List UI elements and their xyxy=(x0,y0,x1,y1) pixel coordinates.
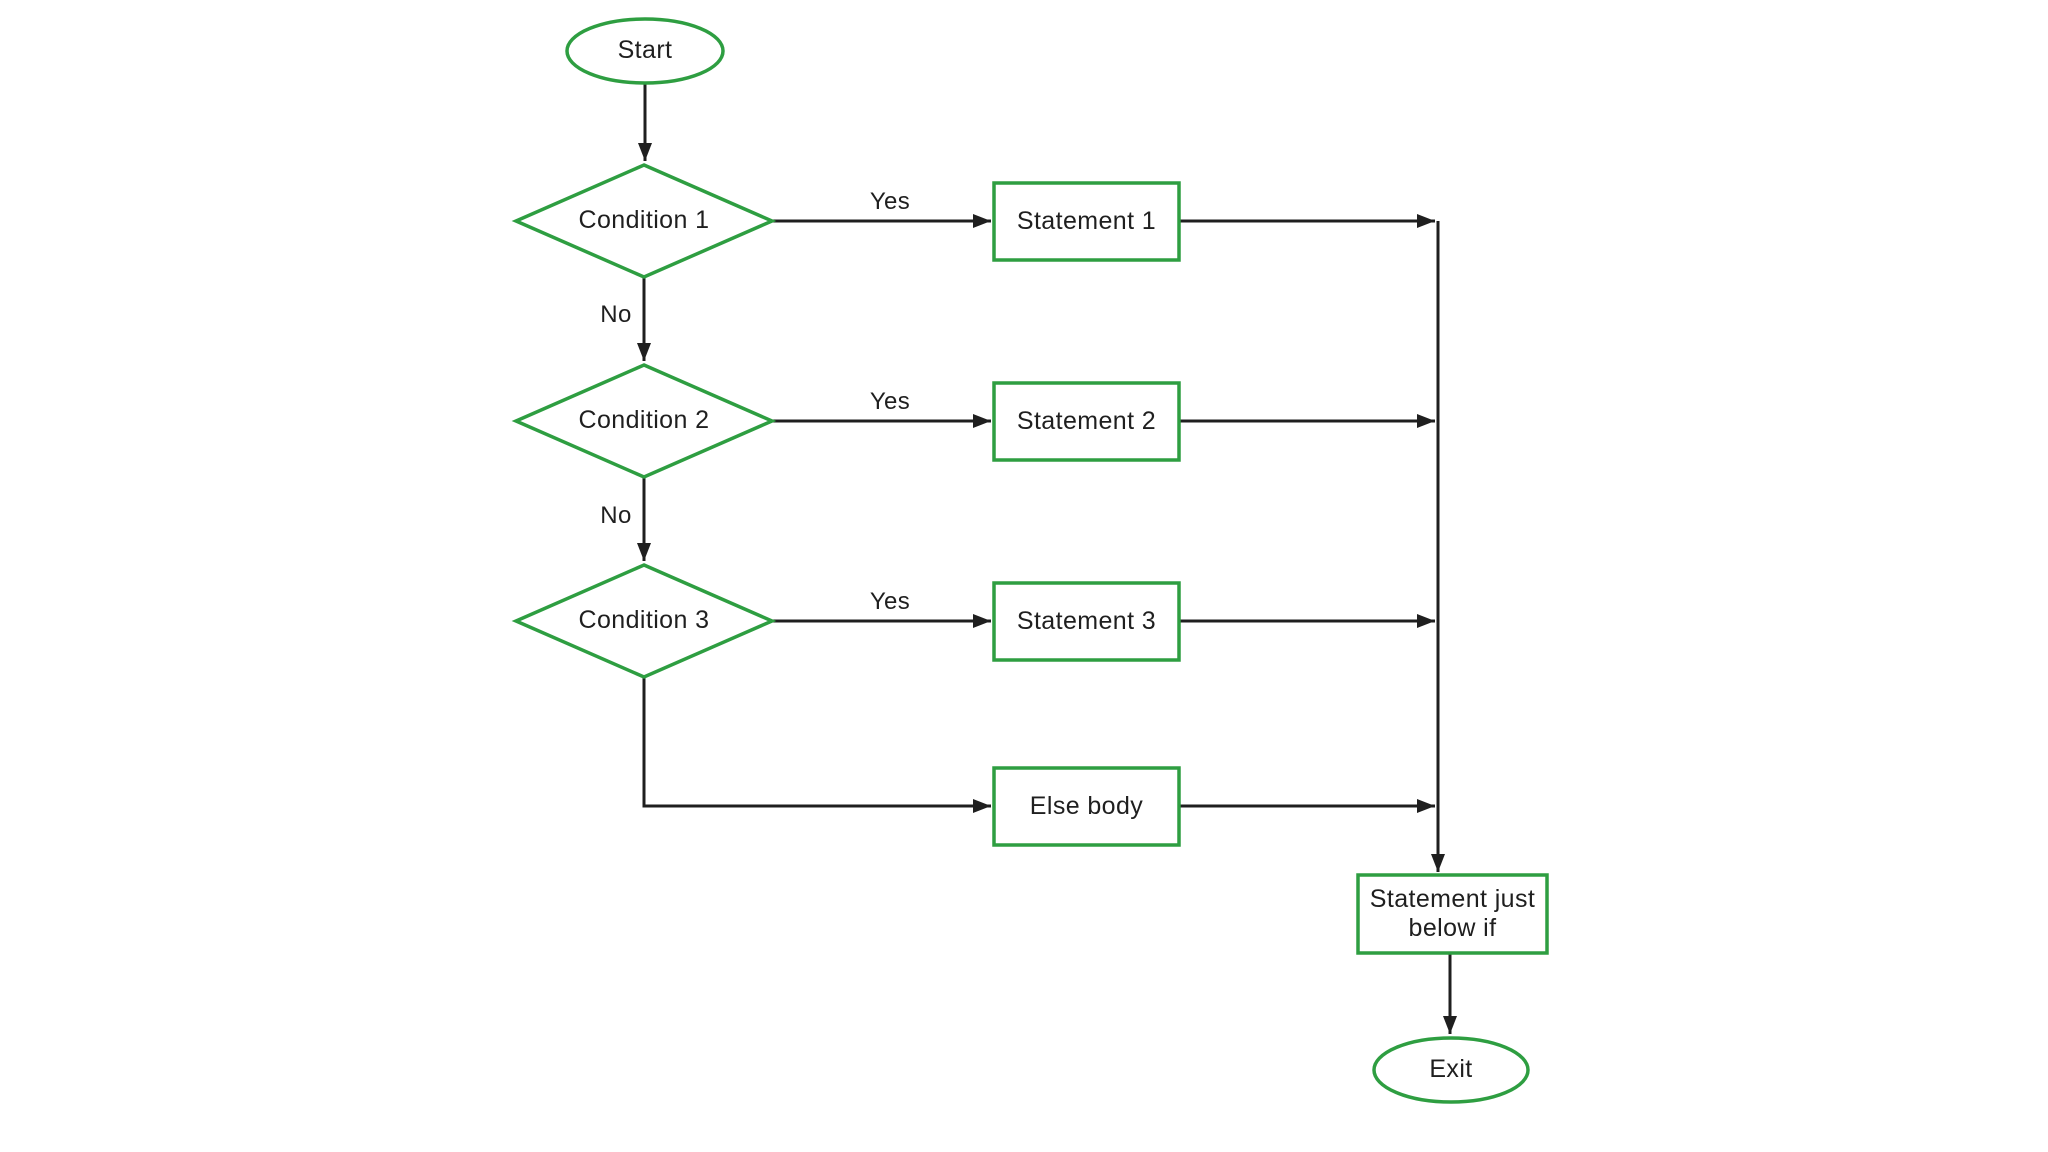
else-body-node xyxy=(992,766,1181,847)
condition1-node-label: Condition 1 xyxy=(578,206,710,235)
exit-node-label: Exit xyxy=(1429,1055,1473,1084)
statement-below-if-node xyxy=(1356,873,1549,955)
exit-node xyxy=(1372,1036,1530,1104)
statement2-node-label: Statement 2 xyxy=(1016,406,1157,435)
condition2-yes-edge-label: Yes xyxy=(869,387,911,415)
start-node-label: Start xyxy=(617,36,673,65)
statement1-node xyxy=(992,181,1181,262)
statement-below-if-node-label: Statement just below if xyxy=(1369,884,1536,943)
condition2-no-edge-label: No xyxy=(600,501,632,529)
start-node xyxy=(565,17,725,85)
condition2-node-label: Condition 2 xyxy=(578,406,710,435)
statement3-node-label: Statement 3 xyxy=(1016,606,1157,635)
else-body-node-label: Else body xyxy=(1029,791,1144,820)
condition2-node xyxy=(511,363,777,479)
statement3-node xyxy=(992,581,1181,662)
edge-condition3-else-to-elsebody xyxy=(642,677,991,813)
statement2-node xyxy=(992,381,1181,462)
statement1-node-label: Statement 1 xyxy=(1016,206,1157,235)
condition3-yes-edge-label: Yes xyxy=(869,587,911,615)
condition1-yes-edge-label: Yes xyxy=(869,187,911,215)
condition1-no-edge-label: No xyxy=(600,300,632,328)
condition3-node xyxy=(511,563,777,679)
condition3-node-label: Condition 3 xyxy=(578,606,710,635)
condition1-node xyxy=(511,163,777,279)
